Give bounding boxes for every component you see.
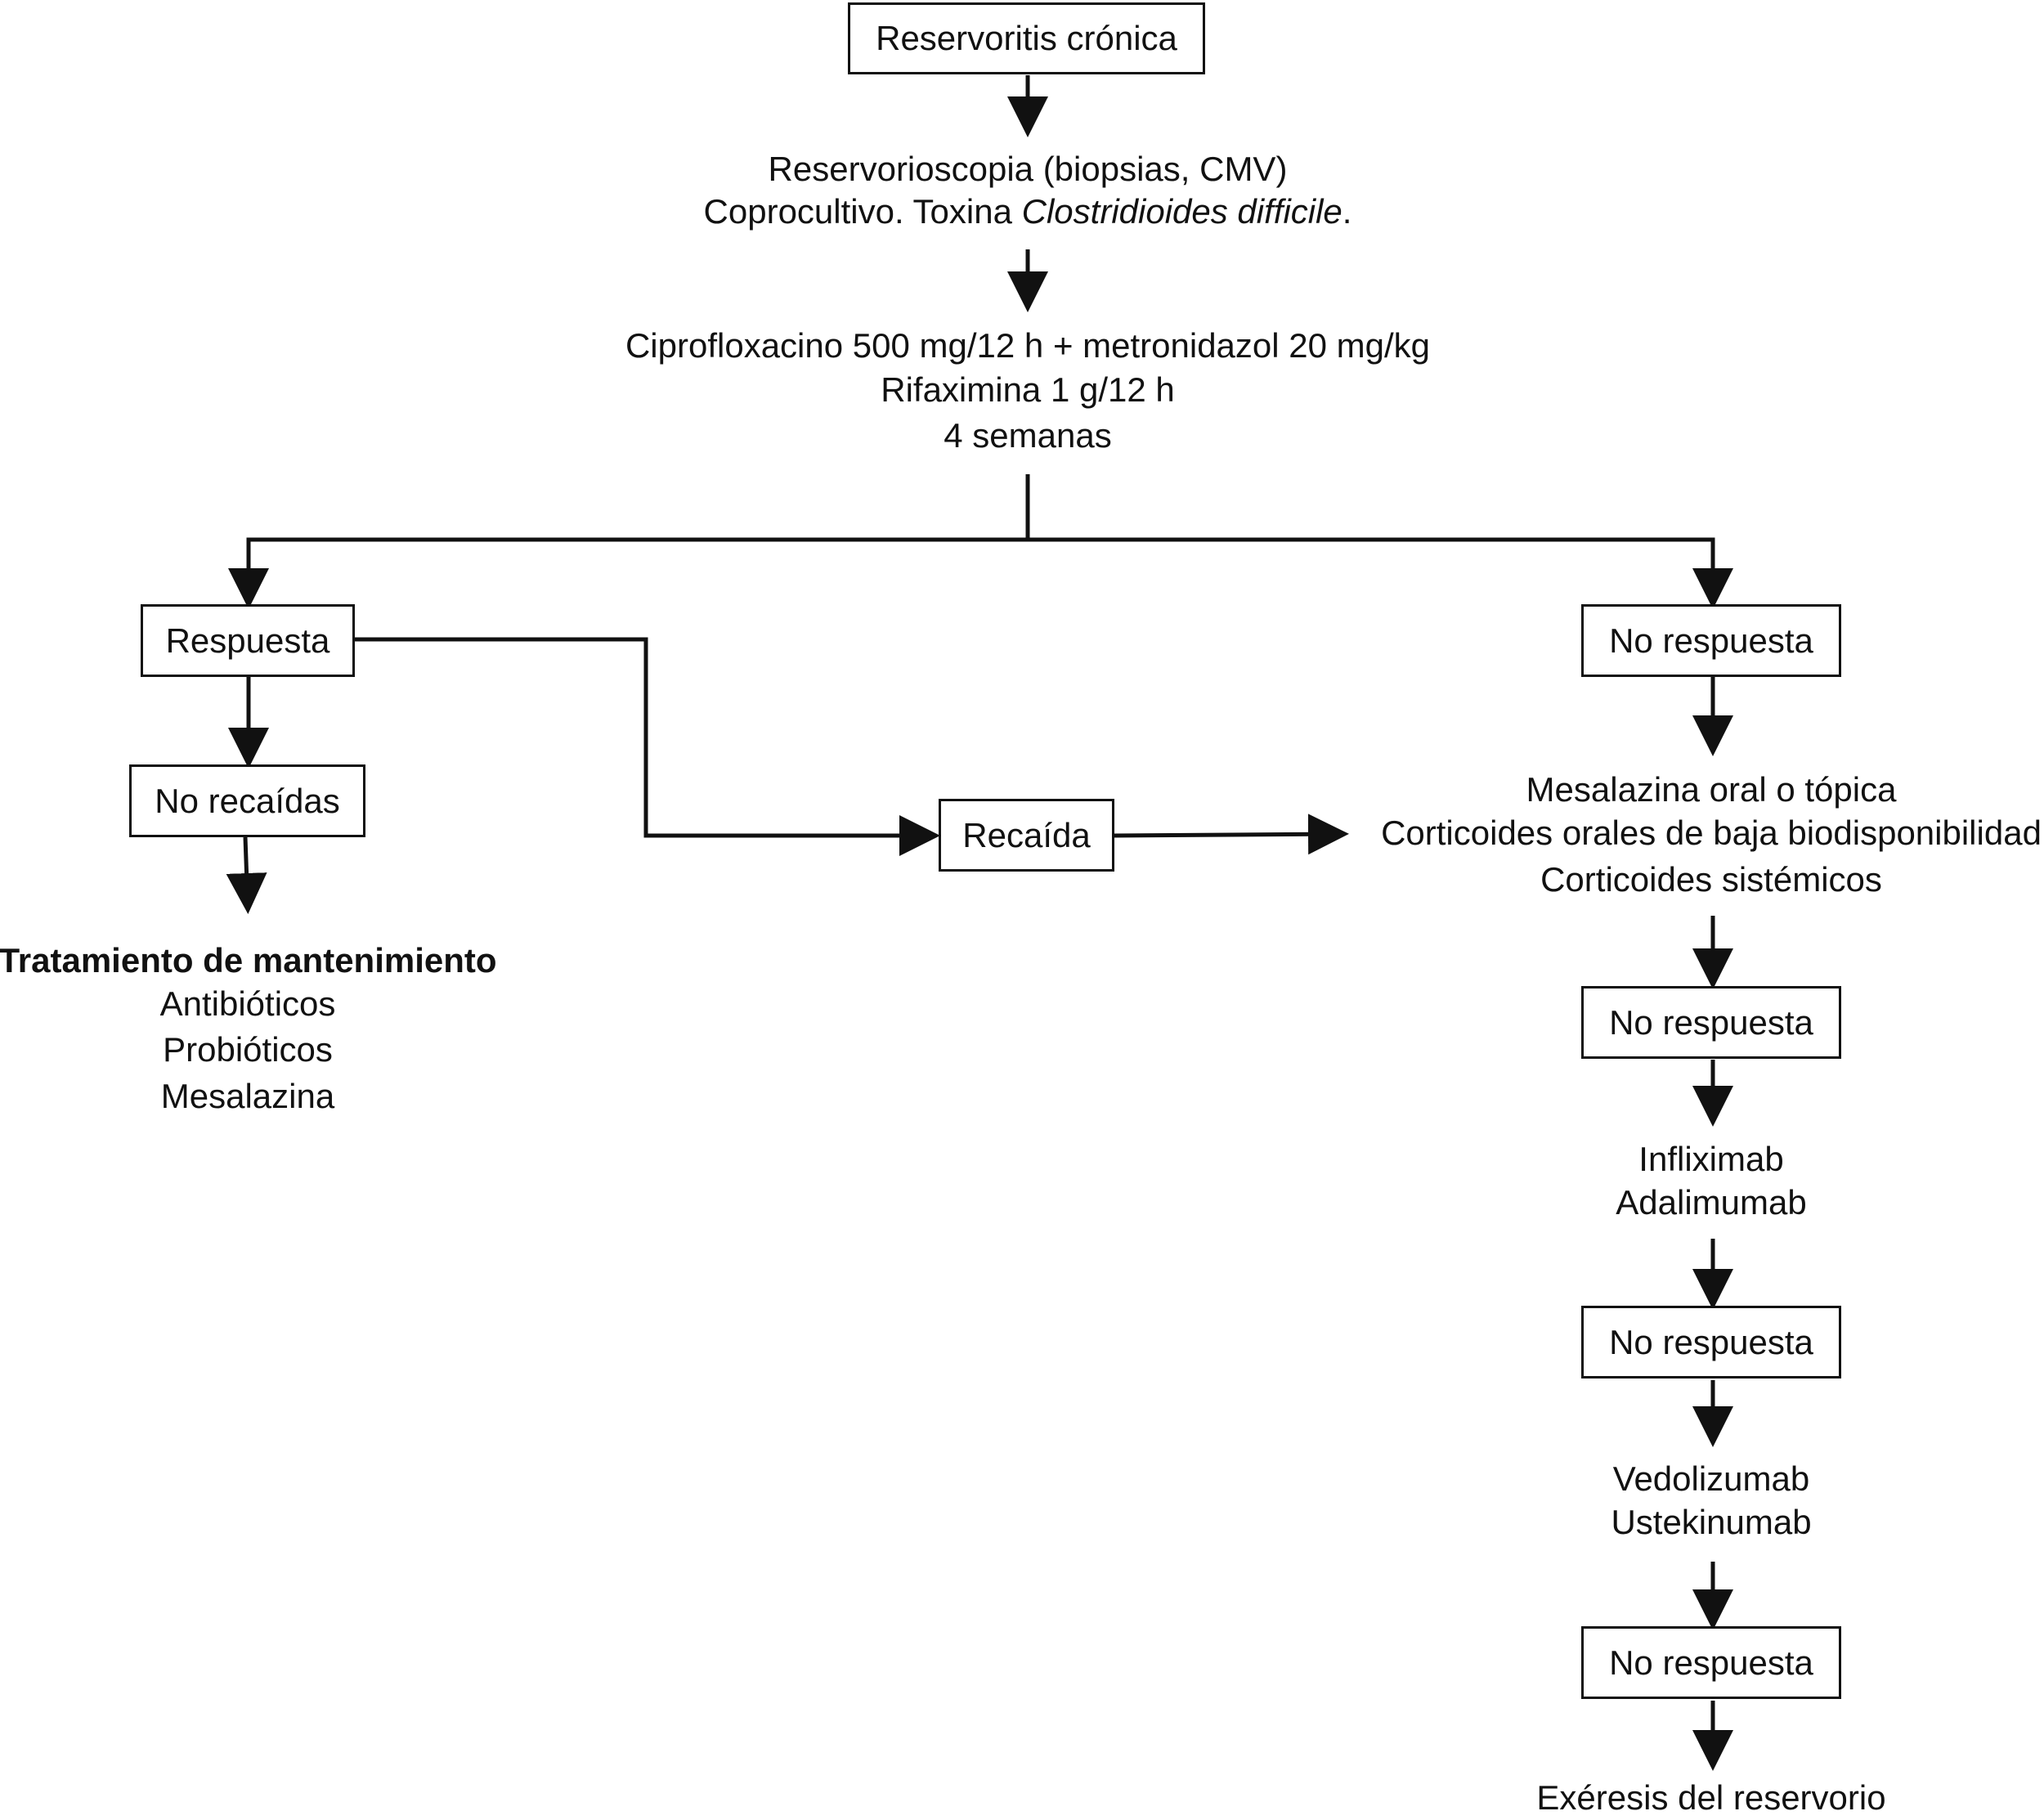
diagnosis-line-2-prefix: Coprocultivo. Toxina [703,192,1022,231]
arrow-recaida-to-step2 [1114,814,1349,855]
arrow-no-recaidas-to-maintenance [226,836,267,914]
no-respuesta-label-4: No respuesta [1609,1643,1813,1682]
maintenance-title: Tratamiento de mantenimiento [0,941,497,979]
no-respuesta-box-4: No respuesta [1581,1626,1841,1699]
no-respuesta-label-2: No respuesta [1609,1002,1813,1042]
diagnosis-line-2: Coprocultivo. Toxina Clostridioides diff… [704,190,1352,234]
respuesta-box: Respuesta [141,604,355,677]
arrow-respuesta-to-recaida [355,637,940,856]
step4-item: Ustekinumab [1611,1503,1812,1541]
diagnosis-line-2-suffix: . [1342,192,1352,231]
respuesta-label: Respuesta [165,621,330,660]
step2-item: Corticoides sistémicos [1540,860,1882,899]
antibiotics-line-3: 4 semanas [944,416,1112,455]
diagnosis-line-1: Reservorioscopia (biopsias, CMV) [768,150,1288,188]
no-respuesta-label-1: No respuesta [1609,621,1813,660]
maintenance-item: Antibióticos [159,984,336,1023]
step3-item: Infliximab [1638,1140,1784,1178]
diagnosis-organism: Clostridioides difficile [1021,192,1342,231]
maintenance-item: Probióticos [163,1030,333,1069]
recaida-label: Recaída [962,815,1091,854]
step2-item: Corticoides orales de baja biodisponibil… [1381,814,2042,852]
step4-item: Vedolizumab [1612,1459,1810,1498]
final-step: Exéresis del reservorio [1536,1778,1886,1817]
recaida-box: Recaída [939,799,1114,872]
no-recaidas-box: No recaídas [129,764,365,837]
maintenance-item: Mesalazina [160,1077,335,1115]
antibiotics-line-2: Rifaximina 1 g/12 h [881,370,1175,409]
start-label: Reservoritis crónica [876,19,1177,57]
line-split-branch [246,537,1715,583]
no-recaidas-label: No recaídas [155,781,340,820]
step2-item: Mesalazina oral o tópica [1526,770,1897,809]
no-respuesta-box-1: No respuesta [1581,604,1841,677]
no-respuesta-label-3: No respuesta [1609,1322,1813,1361]
start-box: Reservoritis crónica [848,2,1205,74]
antibiotics-line-1: Ciprofloxacino 500 mg/12 h + metronidazo… [625,326,1431,365]
no-respuesta-box-3: No respuesta [1581,1306,1841,1378]
step3-item: Adalimumab [1616,1183,1807,1222]
no-respuesta-box-2: No respuesta [1581,986,1841,1059]
